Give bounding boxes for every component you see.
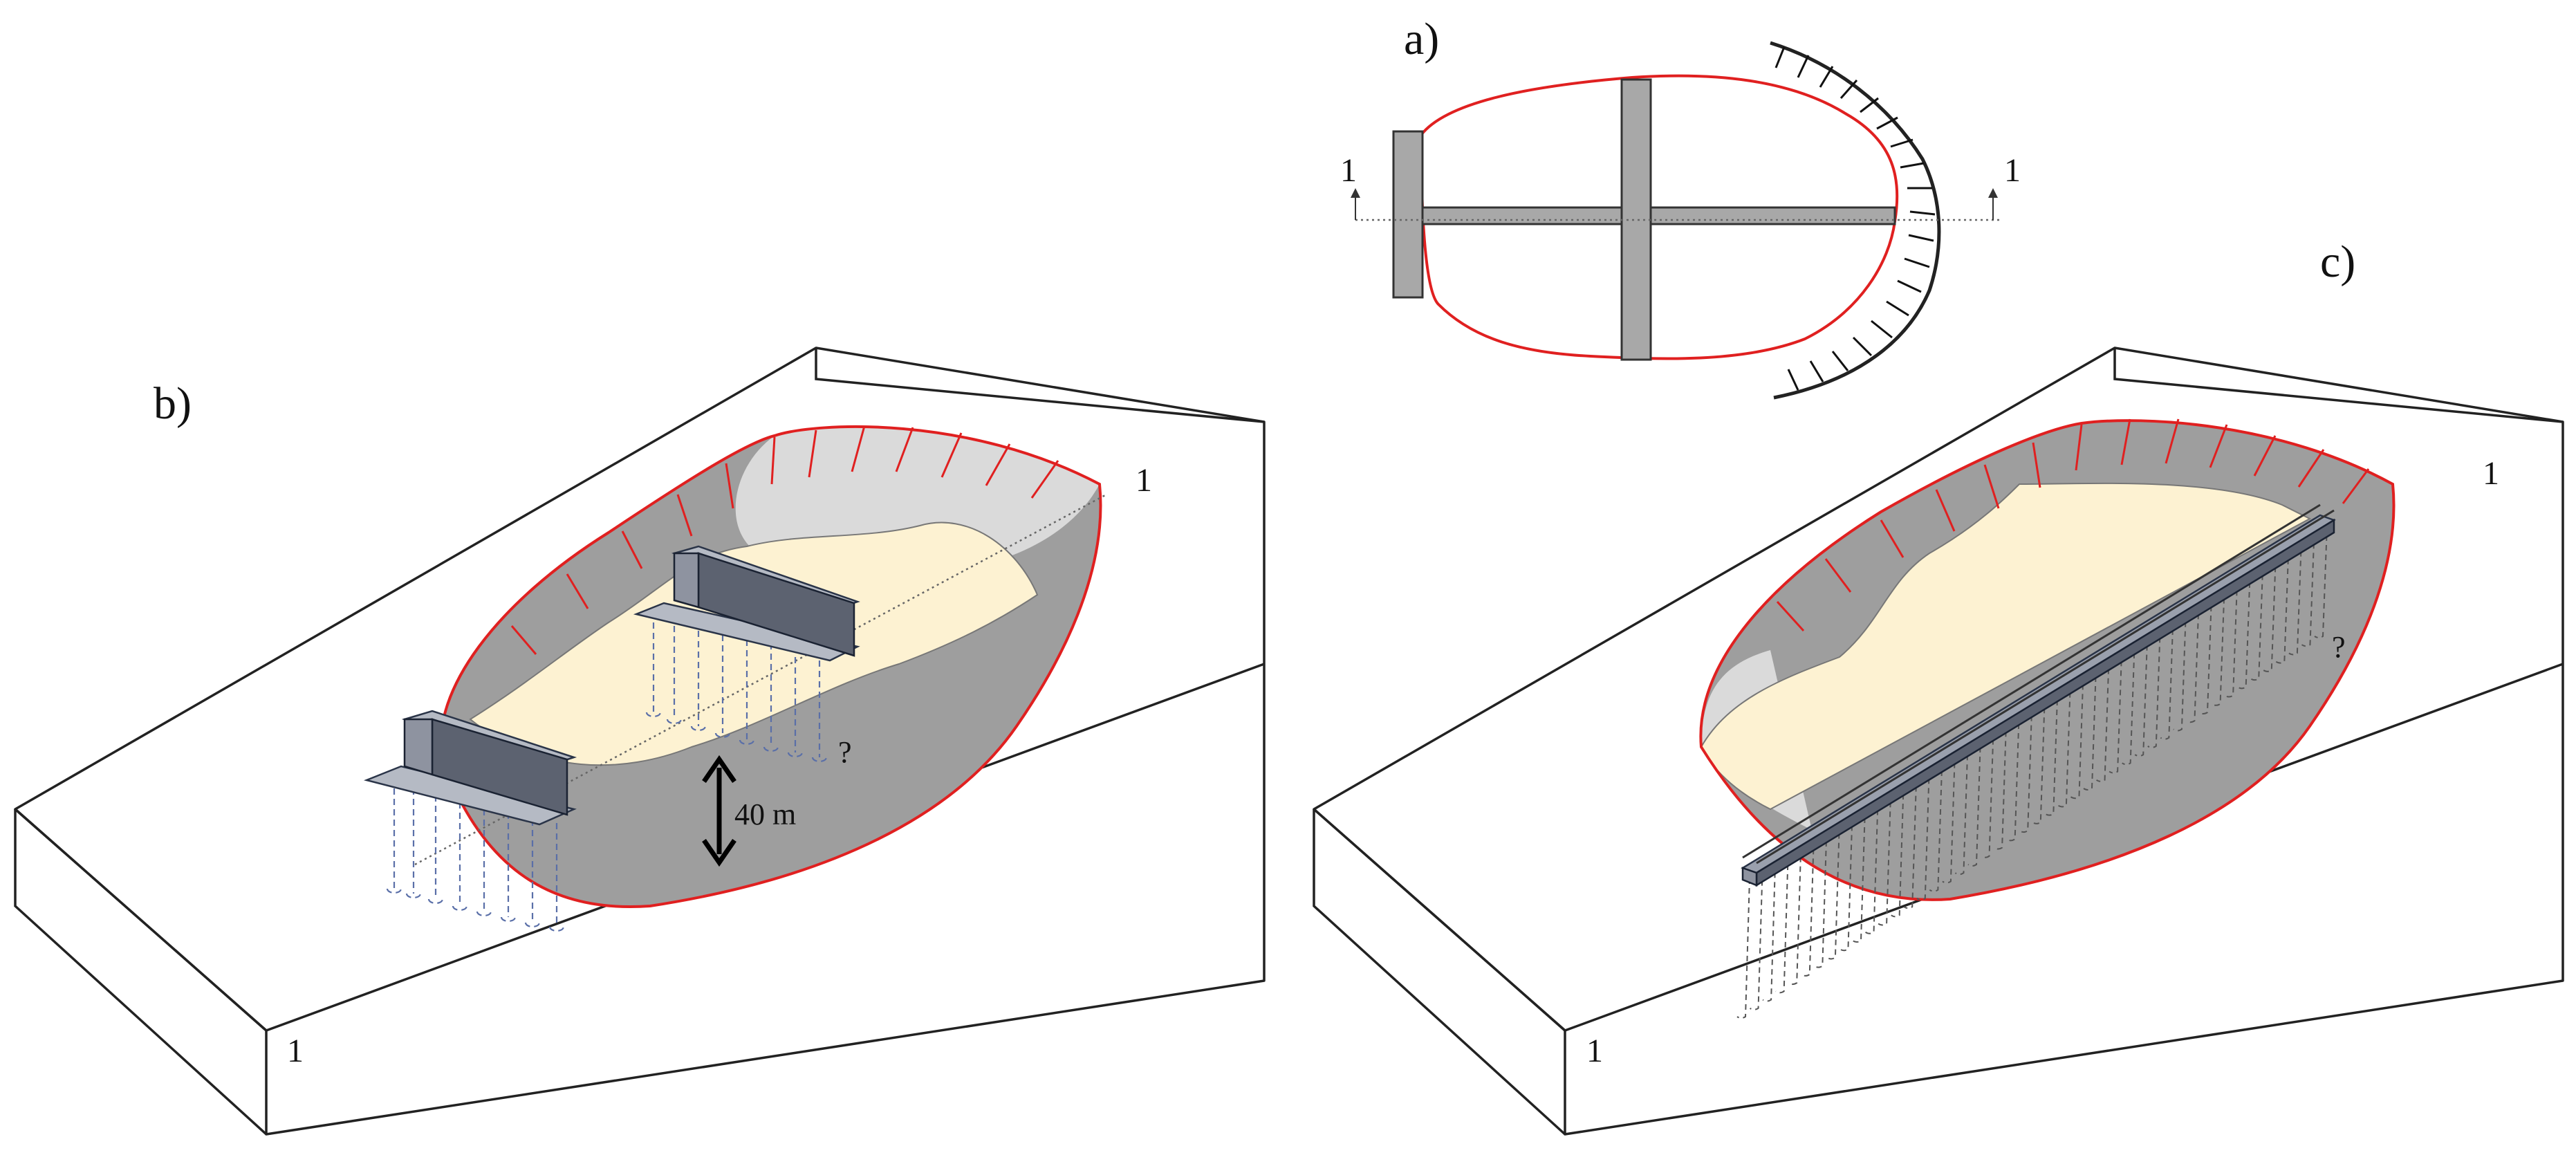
anchor-tendon [1750,870,1763,1010]
anchor-tendon [2250,564,2264,681]
plan-cross-beam [1620,78,1652,361]
anchor-tendon [2109,651,2123,774]
anchor-array-c [1736,525,2328,1019]
plan-section-label-right: 1 [2004,152,2021,189]
scarp-hatching-c [1776,418,2370,632]
anchor-tendon [1775,854,1789,994]
scarp-hatching-b [510,425,1059,655]
anchor-tendon [1852,807,1866,943]
anchor-tendon [2147,627,2161,748]
landslide-outline-c [1699,419,2396,901]
plan-section-label-left: 1 [1340,152,1357,189]
panel-a-plan-view: a) [1340,14,2021,400]
sliding-mass-b [469,521,1039,766]
panel-c-anchored-beam: c) [1313,237,2564,1136]
up-arrow-icon [1988,188,1998,220]
anchor-tendon [1903,776,1918,909]
section-label-top-c: 1 [2483,455,2499,492]
panel-b-label: b) [154,378,192,429]
anchor-tendon [1954,745,1969,876]
anchor-tendon [1981,729,1994,858]
anchor-tendon [2006,713,2020,842]
terrain-slope-edge-c [2113,348,2564,423]
terrain-front-edge-c [1313,809,1566,1136]
plan-longitudinal-beam [1420,206,1896,225]
anchor-tendon [2083,666,2097,791]
anchor-tendon [1826,823,1840,960]
panel-a-label: a) [1404,14,1439,64]
anchor-tendon [1916,768,1930,900]
anchor-tendon [1878,792,1892,926]
double-headed-arrow-icon [702,755,736,867]
plan-crown-scarp [1770,41,1941,400]
anchor-tendon [2032,698,2046,824]
anchor-tendon [1736,878,1750,1019]
unknown-depth-mark-c: ? [2332,630,2346,664]
anchor-tendon [1993,721,2008,850]
anchor-tendon [2288,541,2302,656]
anchor-tendon [2057,682,2071,808]
lower-pile-wall-b [363,710,577,932]
plan-crown-scarp-hatching [1775,46,1936,391]
section-label-top-b: 1 [1136,462,1152,499]
anchor-tendon [2224,580,2239,698]
anchor-tendon [2263,557,2277,672]
anchor-tendon [1865,800,1879,934]
depth-label-b: 40 m [734,797,796,831]
anchor-tendon [2275,548,2290,664]
anchor-tendon [2185,604,2200,723]
anchor-tendon [1801,839,1815,977]
upper-pile-wall-b [633,545,860,763]
anchor-tendon [2096,658,2110,782]
anchor-tendon [1942,752,1956,884]
plan-toe-beam [1392,130,1424,299]
unknown-depth-mark-b: ? [838,735,852,769]
anchor-tendon [2314,525,2328,638]
anchor-tendon [1788,847,1802,986]
terrain-front-edge-b [14,809,268,1136]
anchor-tendon [1839,815,1853,952]
terrain-slope-edge-b [815,348,1265,423]
anchor-tendon [2019,705,2033,833]
anchor-tendon [2173,611,2187,732]
anchor-tendon [1762,862,1777,1002]
anchor-tendon [2160,619,2174,740]
anchor-tendon [2122,643,2135,766]
section-trace-b [414,493,1107,866]
section-label-bottom-c: 1 [1586,1033,1603,1069]
anchor-tendon [1967,737,1981,867]
anchor-tendon [1891,784,1905,918]
anchor-tendon [2198,595,2212,714]
plan-landslide-outline [1419,74,1899,360]
panel-c-label: c) [2320,237,2355,287]
anchor-tendon [1813,831,1828,968]
anchor-tendon [2301,533,2315,647]
anchor-tendon [2070,674,2084,800]
section-label-bottom-b: 1 [287,1033,304,1069]
anchor-tendon [2044,690,2059,816]
panel-b-pile-walls: b) [14,346,1266,1136]
anchor-tendon [2134,635,2149,757]
anchor-tendon [2237,572,2251,690]
anchor-tendon [2212,588,2225,706]
landslide-outline-b [439,425,1102,908]
anchor-tendon [1929,760,1943,892]
up-arrow-icon [1351,188,1360,220]
anchored-beam-c [1741,503,2336,887]
